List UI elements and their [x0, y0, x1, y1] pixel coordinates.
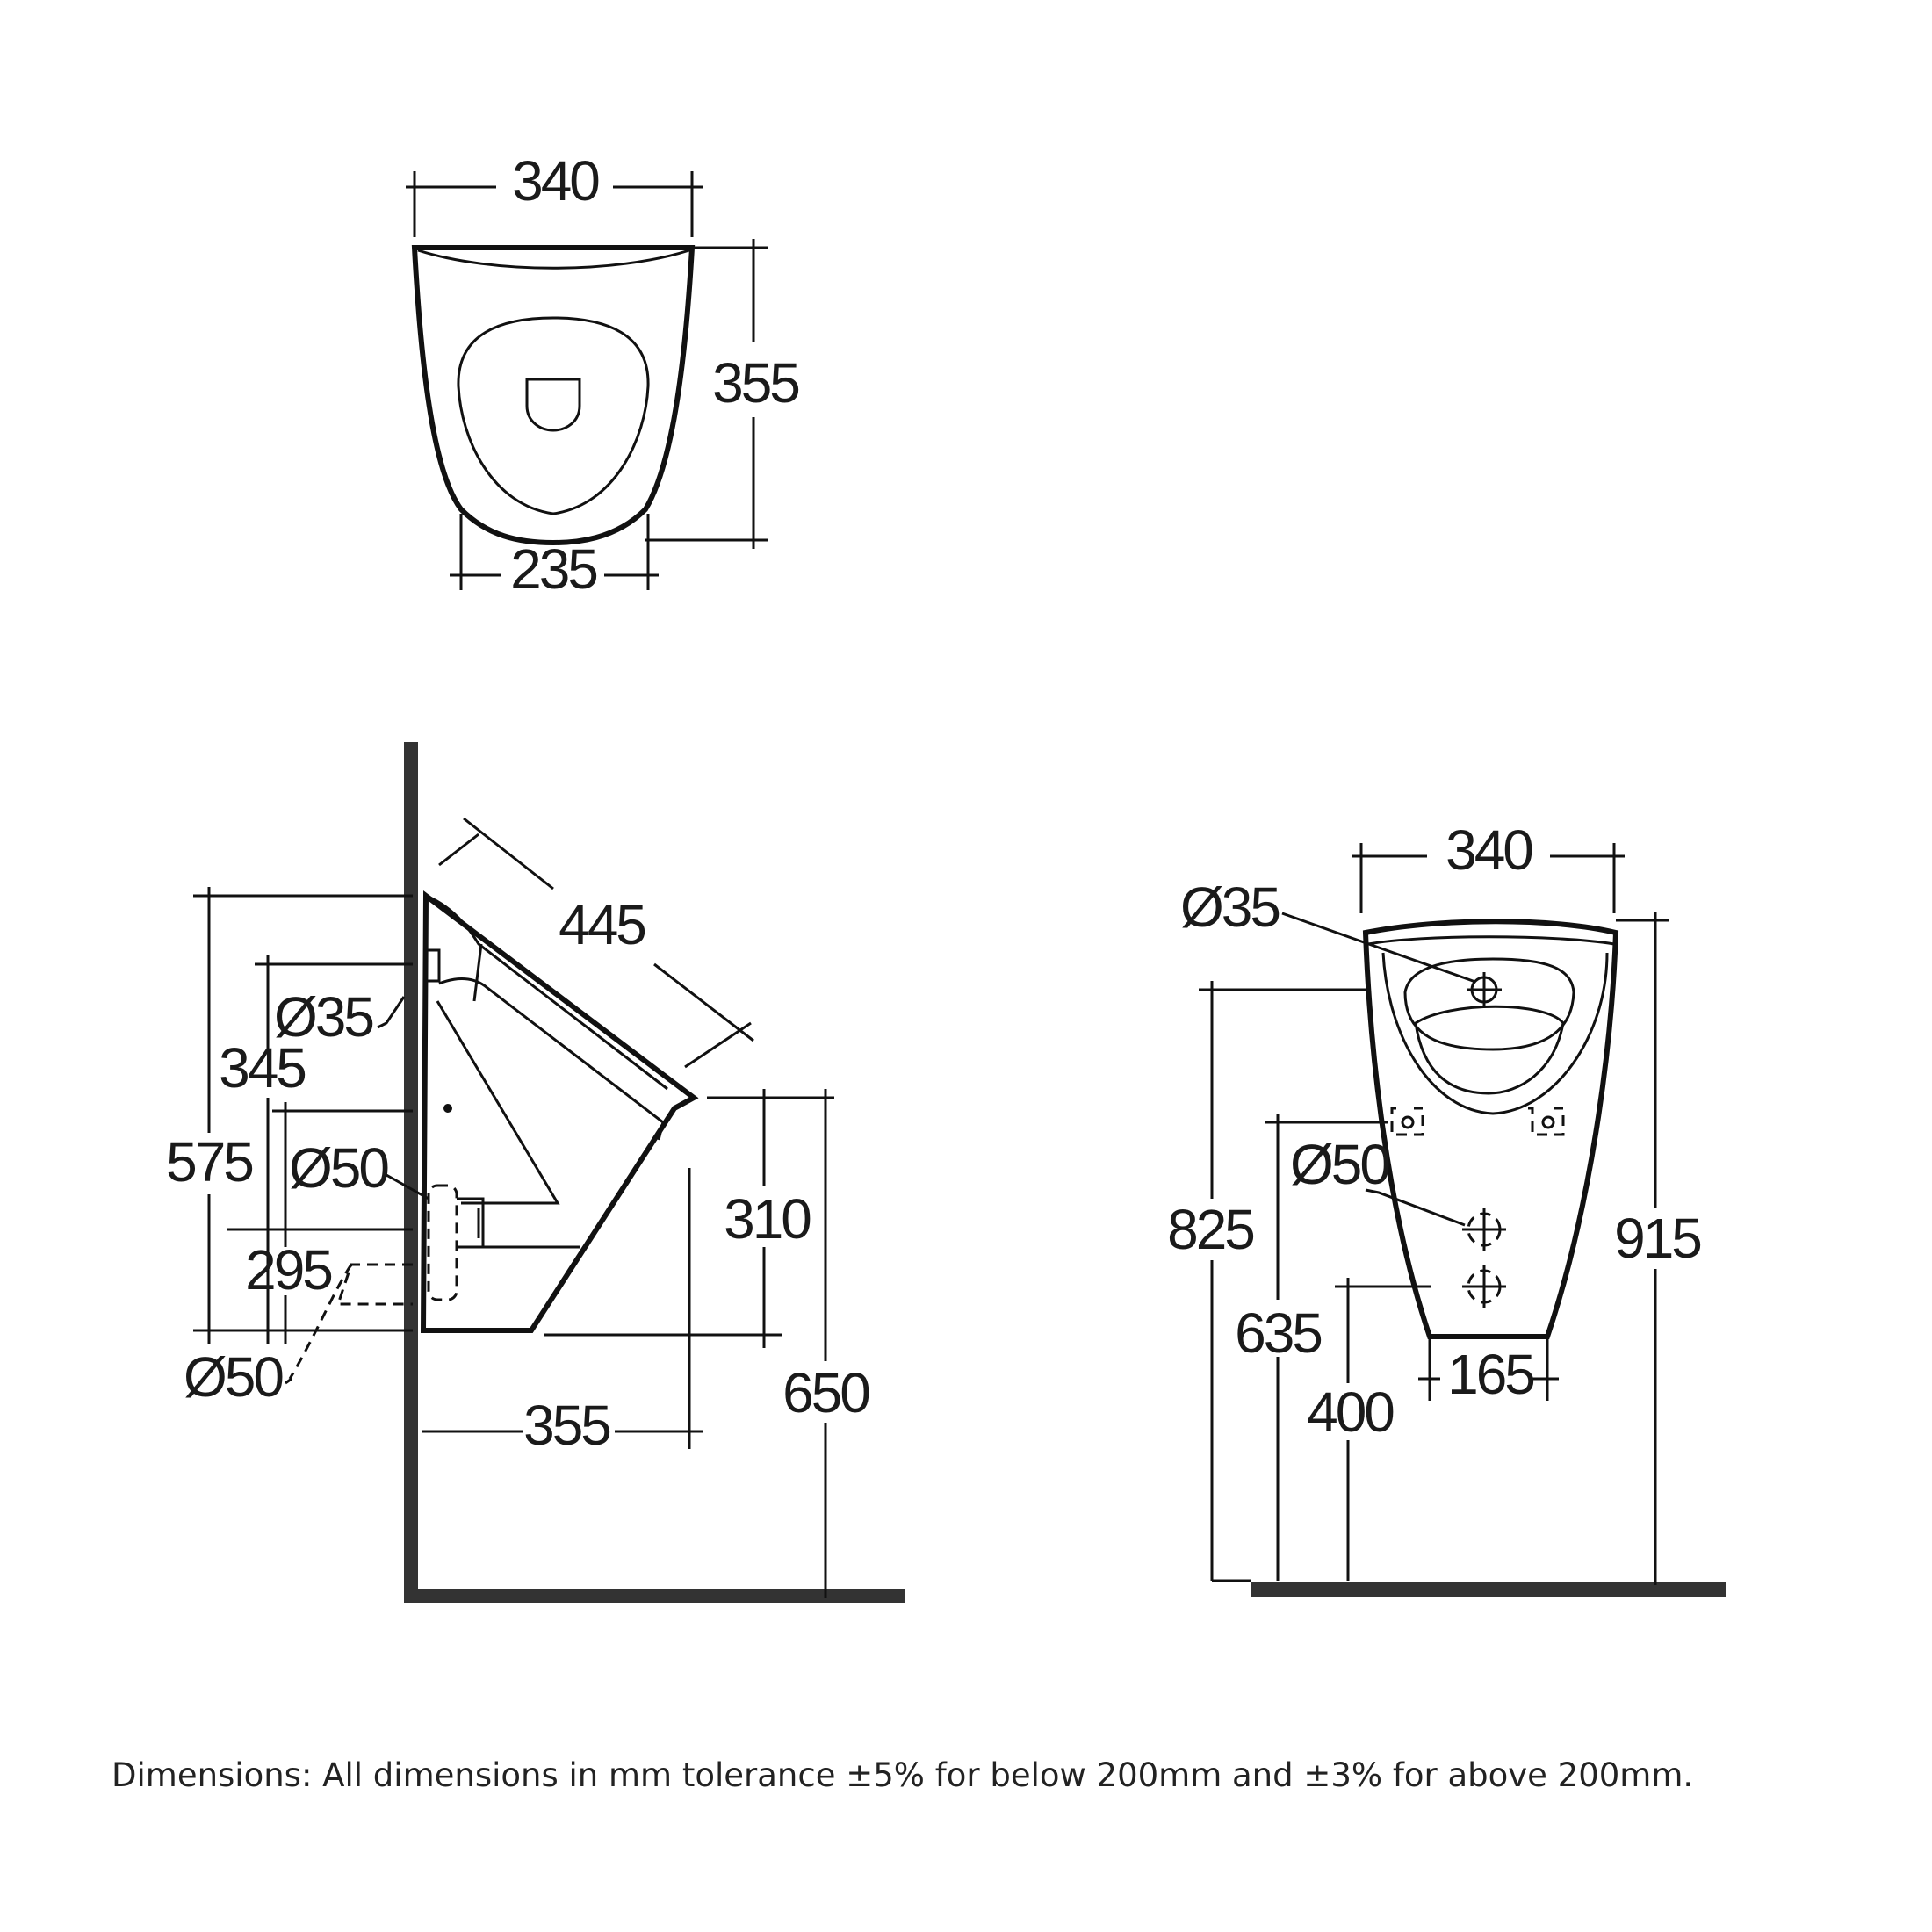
- side-outlet-dia-label: Ø50: [289, 1136, 388, 1200]
- top-bottom-width-label: 235: [510, 537, 596, 601]
- outlet-icon: [1462, 1208, 1506, 1251]
- front-bowl: [1381, 952, 1609, 1115]
- side-waste-dia-label: Ø50: [184, 1345, 283, 1409]
- front-outlet-dia-label: Ø50: [1290, 1133, 1389, 1196]
- front-height-915-label: 915: [1614, 1207, 1700, 1270]
- fixing-bracket-left-icon: [1390, 1107, 1424, 1136]
- side-inlet-dia-label: Ø35: [274, 985, 372, 1049]
- front-base-width-label: 165: [1447, 1343, 1533, 1406]
- front-view-outline: [1362, 919, 1619, 1339]
- side-diagonal-label: 445: [559, 893, 645, 956]
- side-height-575-label: 575: [166, 1130, 252, 1193]
- side-view: 445 575 345 Ø35 295 Ø50 Ø50 310: [166, 742, 905, 1603]
- front-height-400-label: 400: [1307, 1381, 1394, 1444]
- side-view-outline: [420, 890, 699, 1333]
- dimensions-footnote: Dimensions: All dimensions in mm toleran…: [112, 1756, 1694, 1794]
- top-view-bowl: [457, 316, 650, 515]
- top-view: 340 355 235: [406, 149, 801, 601]
- front-width-label: 340: [1445, 818, 1532, 882]
- front-view: 340 Ø35 825 635 Ø50 400 165 915: [1167, 818, 1726, 1597]
- front-inlet-dia-label: Ø35: [1180, 876, 1279, 939]
- side-height-295-label: 295: [245, 1238, 331, 1301]
- side-height-345-label: 345: [219, 1036, 305, 1099]
- side-height-310-label: 310: [724, 1187, 811, 1251]
- top-view-outline: [411, 245, 696, 546]
- front-height-825-label: 825: [1167, 1198, 1253, 1261]
- top-depth-label: 355: [712, 351, 798, 415]
- drain-icon: [525, 378, 581, 432]
- front-height-635-label: 635: [1235, 1301, 1321, 1365]
- side-projection-label: 355: [523, 1394, 609, 1457]
- fixing-bracket-right-icon: [1528, 1107, 1565, 1136]
- top-width-label: 340: [512, 149, 599, 213]
- outlet-alt-icon: [1462, 1265, 1506, 1308]
- side-height-650-label: 650: [782, 1361, 869, 1424]
